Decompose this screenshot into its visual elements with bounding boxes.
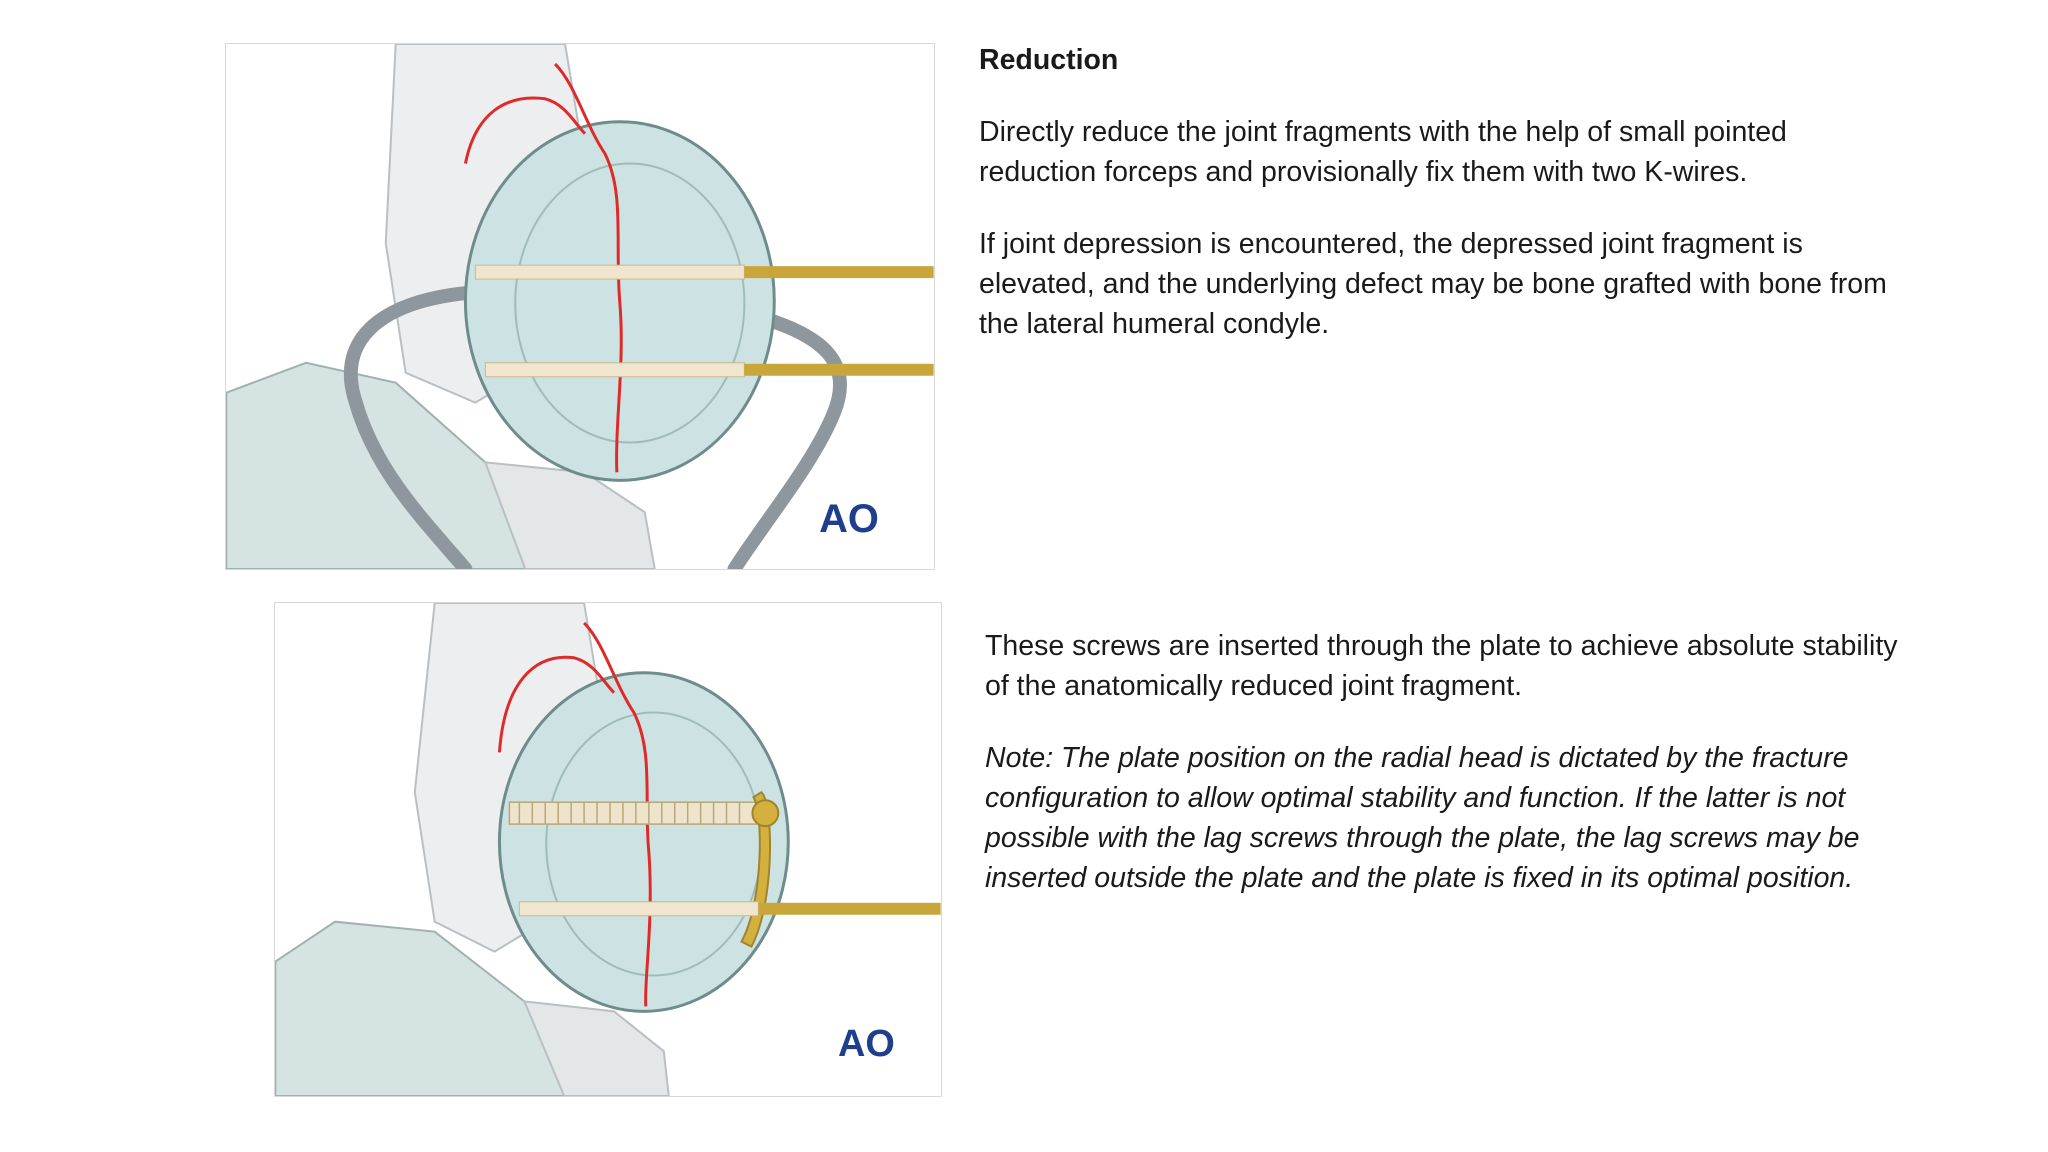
k-wire-upper-shaft: [474, 264, 745, 280]
fracture-line: [463, 62, 623, 473]
lag-screw-threads: [518, 802, 741, 825]
radial-head-inner: [514, 162, 746, 444]
forceps-left-arm: [344, 286, 473, 569]
section-heading: Reduction: [979, 44, 1119, 76]
paragraph-joint-depression: If joint depression is encountered, the …: [979, 228, 1887, 340]
ao-logo: AO: [838, 1023, 895, 1065]
k-wire-lower-shaft: [484, 362, 745, 378]
forceps-right-arm: [727, 306, 847, 569]
ao-logo: AO: [819, 497, 879, 541]
radial-head: [497, 671, 790, 1013]
lower-bone: [522, 1000, 670, 1096]
k-wire-shaft: [518, 901, 759, 917]
screw-head: [751, 799, 780, 828]
reduction-text-block: Reduction Directly reduce the joint frag…: [979, 38, 1899, 376]
plate-fixation-svg: AO: [275, 603, 941, 1096]
k-wire-lower-ext: [744, 363, 934, 376]
plate-text-block: These screws are inserted through the pl…: [985, 626, 1905, 898]
paragraph-reduce-fragments: Directly reduce the joint fragments with…: [979, 116, 1787, 188]
plate-fixation-illustration: AO: [274, 602, 942, 1097]
fracture-line: [497, 621, 652, 1007]
k-wire-upper-ext: [744, 266, 934, 279]
k-wire-ext: [758, 902, 941, 915]
paragraph-screws-through-plate: These screws are inserted through the pl…: [985, 630, 1898, 702]
reduction-illustration: AO: [225, 43, 935, 570]
note-plate-position: Note: The plate position on the radial h…: [985, 742, 1860, 894]
reduction-svg: AO: [226, 44, 934, 569]
